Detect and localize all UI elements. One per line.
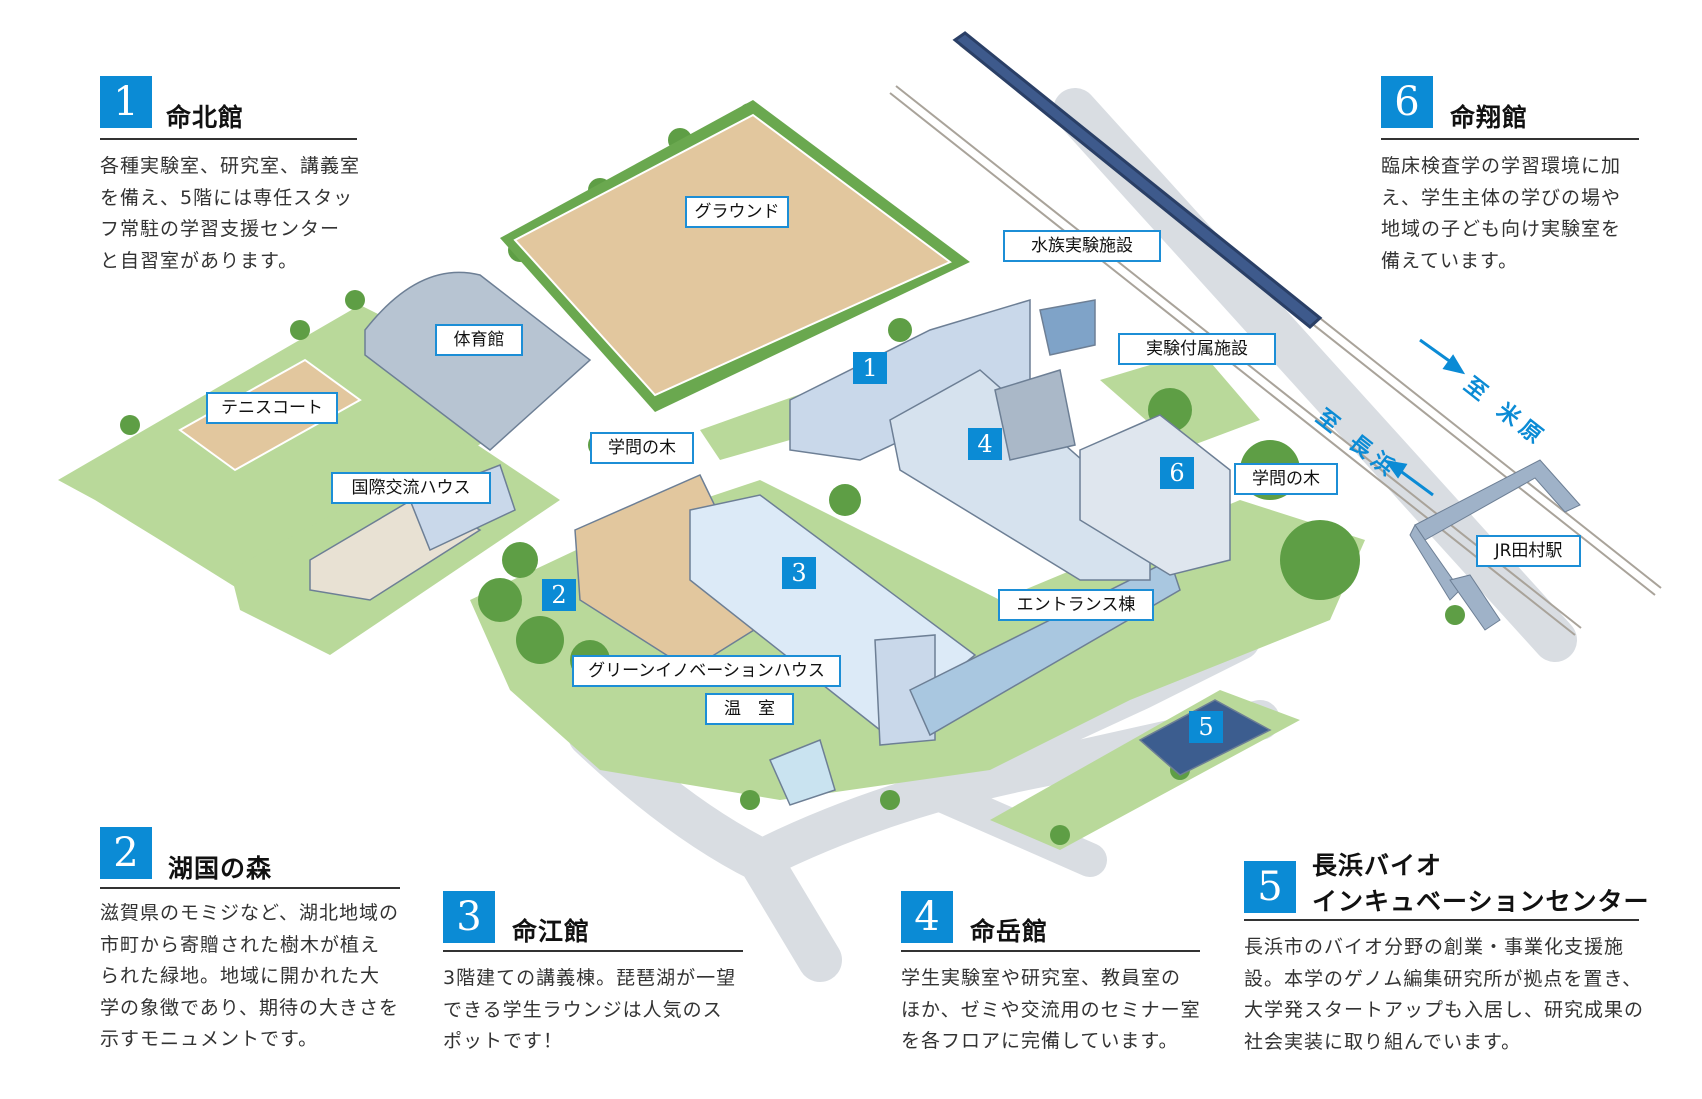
section-title-line-2: インキュベーションセンター [1312, 887, 1650, 916]
body-line: フ常駐の学習支援センター [100, 218, 341, 240]
body-line: 長浜市のバイオ分野の創業・事業化支援施 [1244, 936, 1625, 958]
section-body: 各種実験室、研究室、講義室 を備え、5階には専任スタッ フ常駐の学習支援センター… [100, 151, 360, 277]
section-number-badge: 2 [100, 827, 152, 879]
body-line: え、学生主体の学びの場や [1381, 186, 1622, 209]
body-line: 滋賀県のモミジなど、湖北地域の [100, 902, 400, 924]
label-aquatic-lab: 水族実験施設 [1003, 230, 1161, 262]
body-line: できる学生ラウンジは人気のス [443, 998, 723, 1021]
station-bridge [1409, 459, 1581, 631]
divider [100, 887, 400, 889]
section-title-line-1: 長浜バイオ [1312, 851, 1443, 880]
section-number-badge: 3 [443, 891, 495, 943]
body-line: を各フロアに完備しています。 [901, 1030, 1179, 1052]
divider [1244, 919, 1639, 921]
body-line: 市町から寄贈された樹木が植え [100, 933, 381, 956]
label-ground: グラウンド [685, 196, 789, 228]
body-line: 各種実験室、研究室、講義室 [100, 155, 361, 177]
body-line: 設。本学のゲノム編集研究所が拠点を置き、 [1244, 967, 1643, 990]
section-title: 命北館 [166, 103, 245, 132]
body-line: 学の象徴であり、期待の大きさを [100, 996, 400, 1019]
body-line: 示すモニュメントです。 [100, 1028, 319, 1050]
body-line: 大学発スタートアップも入居し、研究成果の [1244, 999, 1645, 1021]
section-title: 命岳館 [970, 917, 1049, 946]
body-line: 臨床検査学の学習環境に加 [1381, 155, 1622, 177]
section-number-badge: 6 [1381, 76, 1433, 128]
section-title: 湖国の森 [168, 854, 273, 883]
section-body: 臨床検査学の学習環境に加 え、学生主体の学びの場や 地域の子ども向け実験室を 備… [1381, 151, 1621, 277]
section-number-badge: 4 [901, 891, 953, 943]
body-line: 備えています。 [1381, 249, 1519, 272]
divider [1381, 138, 1639, 140]
label-tennis-court: テニスコート [206, 392, 338, 424]
divider [100, 138, 357, 140]
divider [901, 950, 1200, 952]
body-line: 3階建ての講義棟。琵琶湖が一望 [443, 967, 737, 989]
section-body: 3階建ての講義棟。琵琶湖が一望 できる学生ラウンジは人気のス ポットです！ [443, 963, 736, 1058]
body-line: 地域の子ども向け実験室を [1381, 218, 1622, 240]
label-green-innovation-house: グリーンイノベーションハウス [572, 655, 841, 687]
divider [443, 950, 743, 952]
section-body: 学生実験室や研究室、教員室の ほか、ゼミや交流用のセミナー室 を各フロアに完備し… [901, 963, 1201, 1058]
body-line: ポットです！ [443, 1030, 564, 1052]
body-line: 社会実装に取り組んでいます。 [1244, 1030, 1522, 1053]
marker-1: 1 [853, 352, 887, 384]
section-body: 長浜市のバイオ分野の創業・事業化支援施 設。本学のゲノム編集研究所が拠点を置き、… [1244, 932, 1644, 1058]
marker-4: 4 [968, 428, 1002, 460]
marker-3: 3 [782, 557, 816, 589]
body-line: と自習室があります。 [100, 249, 299, 272]
label-tree-of-learning-left: 学問の木 [590, 432, 694, 464]
direction-arrows [1384, 338, 1466, 497]
marker-5: 5 [1189, 711, 1223, 743]
label-gym: 体育館 [435, 324, 523, 356]
section-title: 命江館 [512, 917, 591, 946]
body-line: ほか、ゼミや交流用のセミナー室 [901, 998, 1201, 1021]
section-title: 命翔館 [1450, 103, 1529, 132]
train [952, 31, 1323, 329]
marker-2: 2 [542, 579, 576, 611]
marker-6: 6 [1160, 457, 1194, 489]
body-line: を備え、5階には専任スタッ [100, 186, 354, 209]
section-number-badge: 5 [1244, 861, 1296, 913]
body-line: 学生実験室や研究室、教員室の [901, 967, 1182, 989]
label-entrance-building: エントランス棟 [998, 589, 1154, 621]
label-tree-of-learning-right: 学問の木 [1234, 463, 1338, 495]
label-lab-annex: 実験付属施設 [1118, 333, 1276, 365]
label-greenhouse: 温 室 [705, 693, 794, 725]
label-international-house: 国際交流ハウス [331, 472, 491, 504]
section-number-badge: 1 [100, 76, 152, 128]
sports-ground [500, 100, 970, 412]
label-jr-tamura-station: JR田村駅 [1476, 535, 1581, 567]
body-line: られた緑地。地域に開かれた大 [100, 965, 381, 987]
section-body: 滋賀県のモミジなど、湖北地域の 市町から寄贈された樹木が植え られた緑地。地域に… [100, 898, 399, 1056]
